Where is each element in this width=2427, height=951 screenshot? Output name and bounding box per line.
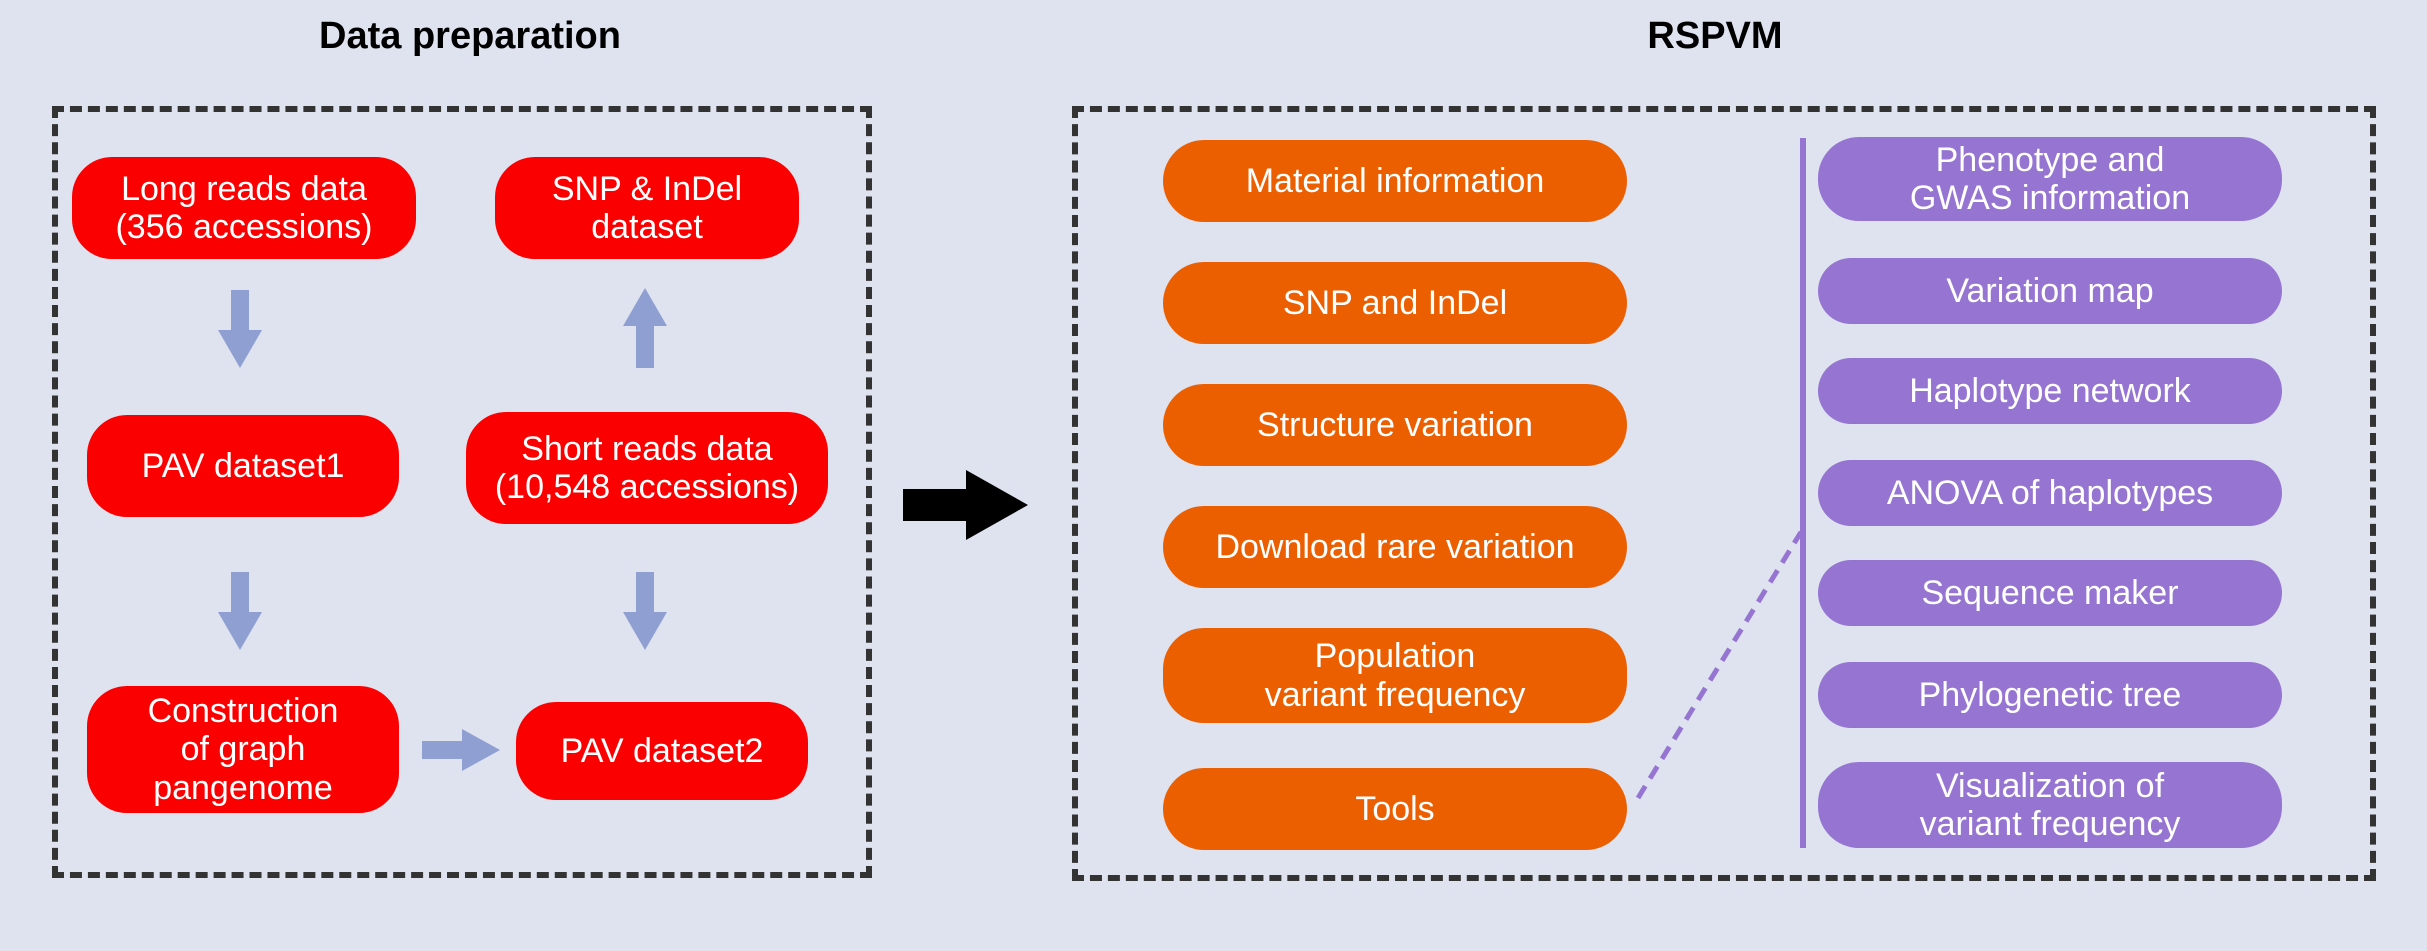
module-population-variant-frequency: Population variant frequency: [1163, 628, 1627, 723]
arrow-short-reads-to-pav2: [623, 572, 667, 650]
snp-indel-dataset-node: SNP & InDel dataset: [495, 157, 799, 259]
tool-haplotype-network: Haplotype network: [1818, 358, 2282, 424]
data-preparation-frame: [52, 106, 872, 878]
arrow-pav1-to-construction: [218, 572, 262, 650]
tool-variation-map: Variation map: [1818, 258, 2282, 324]
arrow-long-reads-to-pav1: [218, 290, 262, 368]
module-structure-variation: Structure variation: [1163, 384, 1627, 466]
main-arrow-icon: [903, 470, 1028, 540]
rspvm-frame: [1072, 106, 2376, 881]
long-reads-node: Long reads data (356 accessions): [72, 157, 416, 259]
arrow-short-reads-to-snp-indel: [623, 288, 667, 368]
arrow-construction-to-pav2: [422, 729, 500, 771]
module-snp-and-indel: SNP and InDel: [1163, 262, 1627, 344]
tools-connector: [1635, 530, 1804, 800]
short-reads-node: Short reads data (10,548 accessions): [466, 412, 828, 524]
tool-phylogenetic-tree: Phylogenetic tree: [1818, 662, 2282, 728]
pav-dataset1-node: PAV dataset1: [87, 415, 399, 517]
graph-pangenome-node: Construction of graph pangenome: [87, 686, 399, 813]
module-tools: Tools: [1163, 768, 1627, 850]
tool-anova-haplotypes: ANOVA of haplotypes: [1818, 460, 2282, 526]
tool-sequence-maker: Sequence maker: [1818, 560, 2282, 626]
module-material-information: Material information: [1163, 140, 1627, 222]
rspvm-title: RSPVM: [1647, 15, 1783, 57]
module-download-rare-variation: Download rare variation: [1163, 506, 1627, 588]
tool-phenotype-gwas: Phenotype and GWAS information: [1818, 137, 2282, 221]
pav-dataset2-node: PAV dataset2: [516, 702, 808, 800]
tool-visualization-variant-frequency: Visualization of variant frequency: [1818, 762, 2282, 848]
data-preparation-title: Data preparation: [319, 15, 621, 57]
